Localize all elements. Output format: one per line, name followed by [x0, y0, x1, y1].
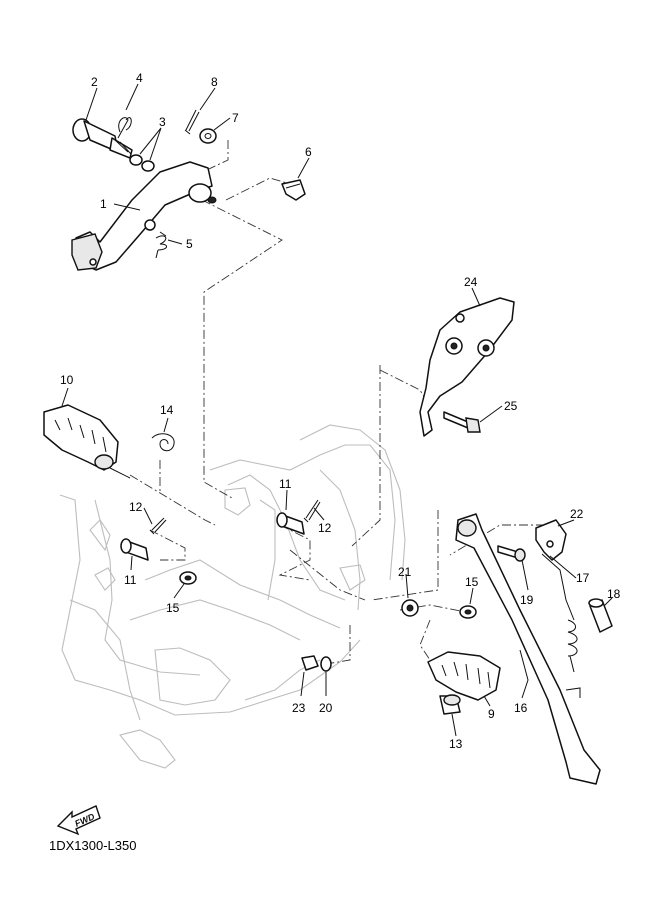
collar-part-21 [401, 599, 419, 617]
cap-part-13 [439, 694, 461, 715]
callout-11-left: 11 [124, 573, 137, 587]
washer-part-7-hole [204, 133, 212, 139]
fwd-arrow-icon: FWD [56, 805, 101, 836]
callout-2: 2 [91, 75, 98, 89]
callout-12-left: 12 [129, 500, 143, 514]
frame-outline [59, 424, 406, 769]
brake-pedal-part-1 [71, 161, 217, 271]
callout-25: 25 [504, 399, 518, 413]
diagram-code: 1DX1300-L350 [49, 838, 137, 853]
callout-21: 21 [398, 565, 412, 579]
nut-part-23 [301, 655, 319, 671]
callout-12-right: 12 [318, 521, 332, 535]
bolt-part-19 [497, 545, 526, 562]
callout-15-right: 15 [465, 575, 479, 589]
sidestand-spring-part-17 [541, 553, 578, 673]
callout-6: 6 [305, 145, 312, 159]
cover-plate-part-24 [419, 297, 515, 437]
callout-11-right: 11 [279, 477, 292, 491]
callout-5: 5 [186, 237, 193, 251]
r-pin-part-4 [117, 117, 132, 139]
callout-15-left: 15 [166, 601, 180, 615]
callout-14: 14 [160, 403, 174, 417]
washer-part-15-left [179, 571, 197, 585]
return-spring-part-5 [155, 231, 167, 259]
callout-numbers: 1 2 3 4 5 6 7 8 9 10 11 11 12 12 13 14 1… [60, 71, 621, 751]
callout-20: 20 [319, 701, 333, 715]
o-rings-part-3 [129, 154, 155, 172]
footrest-spring-part-14 [151, 433, 175, 452]
right-footrest-part-9 [427, 651, 501, 701]
connection-lines [129, 140, 545, 666]
callout-17: 17 [576, 571, 590, 585]
callout-1: 1 [100, 197, 107, 211]
bolt-part-25 [443, 411, 481, 433]
callout-9: 9 [488, 707, 495, 721]
callout-4: 4 [136, 71, 143, 85]
sidestand-part-16 [455, 513, 601, 785]
callout-18: 18 [607, 587, 621, 601]
callout-7: 7 [232, 111, 239, 125]
callout-19: 19 [520, 593, 534, 607]
footrest-pin-part-11-left [120, 538, 149, 561]
callout-8: 8 [211, 75, 218, 89]
callout-24: 24 [464, 275, 478, 289]
collar-part-18 [588, 598, 613, 633]
callout-22: 22 [570, 507, 584, 521]
washer-part-7 [199, 128, 217, 144]
callout-16: 16 [514, 701, 528, 715]
callout-leaders [61, 83, 613, 737]
clevis-pin-part-6 [281, 179, 306, 201]
callout-3: 3 [159, 115, 166, 129]
left-footrest-part-10 [43, 404, 131, 479]
washer-part-20 [320, 656, 332, 672]
pivot-bolt-part-2 [72, 118, 133, 159]
cotter-pin-part-12-right [303, 499, 321, 523]
cotter-pin-part-8 [184, 109, 200, 135]
washer-part-15-right [459, 605, 477, 619]
callout-23: 23 [292, 701, 306, 715]
fwd-label: FWD [73, 811, 96, 829]
cotter-pin-part-12-left [149, 517, 167, 535]
callout-10: 10 [60, 373, 74, 387]
bracket-part-22 [535, 519, 567, 561]
callout-13: 13 [449, 737, 463, 751]
footrest-pin-part-11-right [276, 512, 305, 535]
